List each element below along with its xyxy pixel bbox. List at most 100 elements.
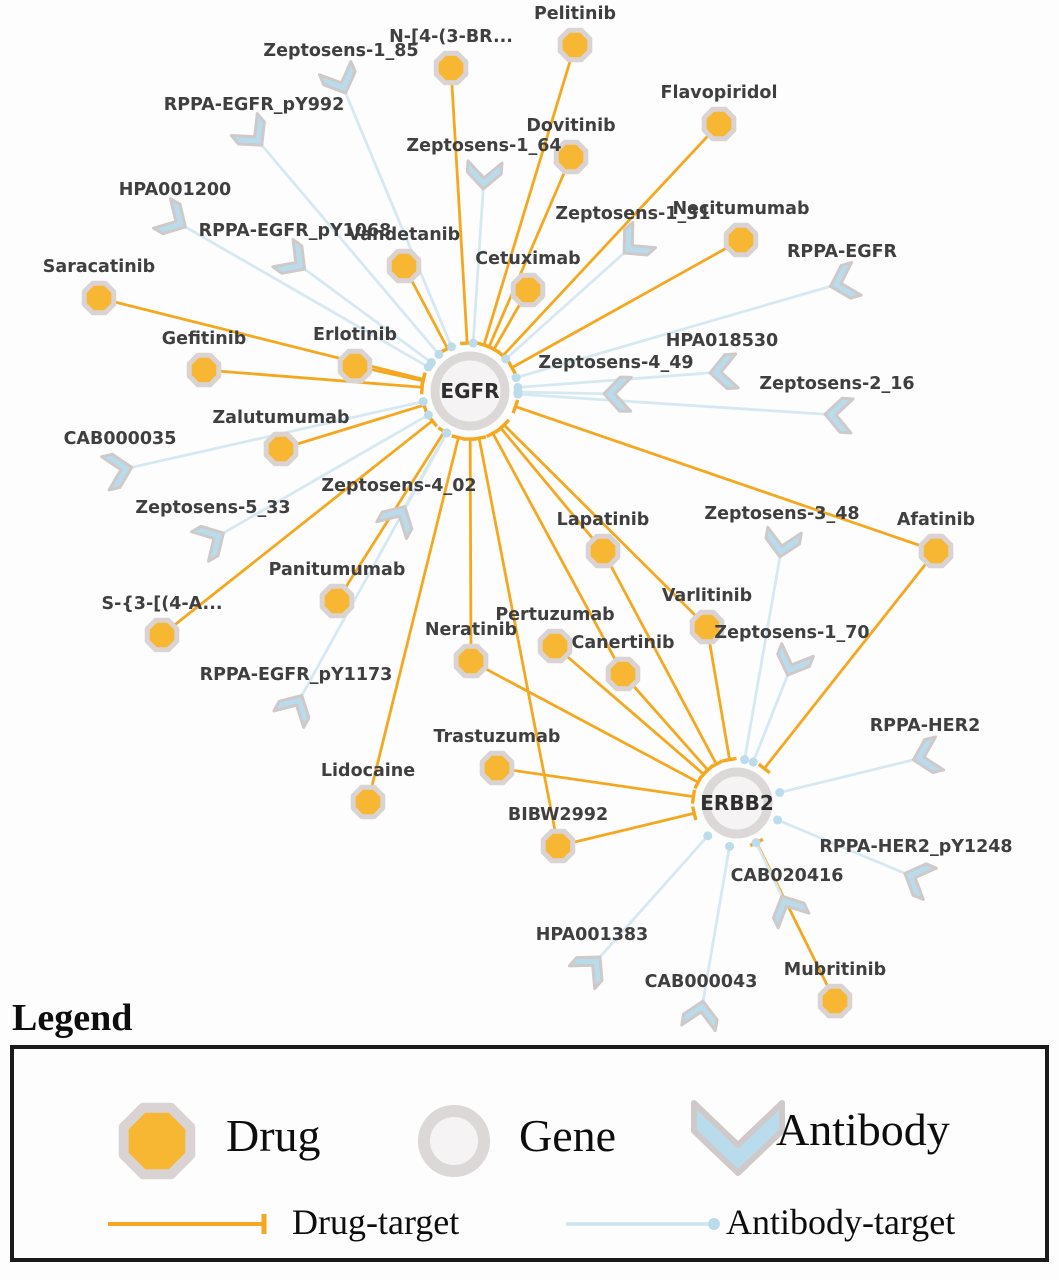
node-label-zeptosens-4_49: Zeptosens-4_49 — [538, 353, 693, 373]
node-mubritinib[interactable] — [817, 983, 853, 1019]
node-rppa-egfr_py992[interactable] — [229, 112, 274, 157]
edge-drug-target-canertinib-egfr — [485, 428, 625, 675]
node-erlotinib[interactable] — [337, 348, 373, 384]
node-rppa-egfr_py1068[interactable] — [271, 237, 315, 282]
edge-drug-target-lapatinib-egfr — [494, 422, 605, 552]
node-label-canertinib: Canertinib — [572, 633, 675, 653]
node-label-s3-4a: S-{3-[(4-A... — [101, 594, 222, 614]
node-dovitinib[interactable] — [553, 139, 589, 175]
node-label-cab020416: CAB020416 — [731, 866, 844, 886]
network-canvas: EGFRERBB2PelitinibN-[4-(3-BR...Flavopiri… — [43, 4, 1013, 1033]
node-label-bibw2992: BIBW2992 — [508, 805, 608, 825]
node-zeptosens-2_16[interactable] — [823, 396, 855, 435]
legend-antibody-target-label: Antibody-target — [726, 1202, 956, 1242]
node-n4-3br[interactable] — [433, 50, 469, 86]
node-cetuximab[interactable] — [510, 272, 546, 308]
edge-drug-target-canertinib-erbb2 — [621, 673, 715, 776]
node-label-trastuzumab: Trastuzumab — [434, 727, 561, 747]
node-label-cab000043: CAB000043 — [645, 972, 758, 992]
node-label-flavopiridol: Flavopiridol — [661, 83, 778, 103]
node-zeptosens-1_70[interactable] — [772, 642, 815, 682]
drug-target-edge-icon — [108, 1214, 267, 1234]
node-varlitinib[interactable] — [689, 609, 725, 645]
node-label-rppa-egfr_py992: RPPA-EGFR_pY992 — [164, 95, 345, 115]
node-zeptosens-3_48[interactable] — [763, 525, 803, 559]
node-label-rppa-her2: RPPA-HER2 — [870, 716, 981, 736]
node-neratinib[interactable] — [453, 643, 489, 679]
node-rppa-egfr_py1173[interactable] — [272, 687, 317, 729]
edge-antibody-target-rppa-egfr_py992-egfr — [252, 135, 444, 359]
node-label-mubritinib: Mubritinib — [784, 960, 886, 980]
gene-circle-icon — [418, 1105, 490, 1177]
legend-antibody-label: Antibody — [776, 1104, 950, 1155]
node-label-panitumumab: Panitumumab — [269, 560, 406, 580]
node-label-hpa001383: HPA001383 — [536, 925, 648, 945]
node-necitumumab[interactable] — [723, 222, 759, 258]
antibody-target-edge-icon — [566, 1218, 720, 1230]
labels-layer: PelitinibN-[4-(3-BR...FlavopiridolDoviti… — [43, 4, 1013, 992]
nodes-layer: EGFR ERBB2 — [81, 27, 954, 1033]
node-lidocaine[interactable] — [350, 784, 386, 820]
node-gefitinib[interactable] — [186, 352, 222, 388]
node-label-lapatinib: Lapatinib — [557, 510, 650, 530]
node-label-vandetanib: Vandetanib — [348, 225, 460, 245]
node-cab020416[interactable] — [766, 889, 811, 930]
node-erbb2[interactable]: ERBB2 — [700, 767, 774, 839]
edge-antibody-target-rppa-her2_py1248-erbb2 — [773, 815, 917, 880]
node-trastuzumab[interactable] — [479, 750, 515, 786]
gene-label-egfr: EGFR — [440, 379, 499, 403]
edge-antibody-target-zeptosens-2_16-egfr — [513, 389, 838, 417]
node-label-zeptosens-1_64: Zeptosens-1_64 — [406, 136, 561, 156]
node-label-n4-3br: N-[4-(3-BR... — [389, 27, 513, 47]
edge-antibody-target-zeptosens-5_33-egfr — [212, 410, 433, 541]
node-label-rppa-her2_py1248: RPPA-HER2_pY1248 — [819, 837, 1012, 857]
legend-gene-label: Gene — [519, 1110, 617, 1161]
node-cab000043[interactable] — [680, 998, 720, 1033]
edge-antibody-target-rppa-egfr-egfr — [511, 281, 843, 383]
edge-drug-target-afatinib-egfr — [511, 399, 937, 553]
node-zeptosens-1_85[interactable] — [318, 60, 362, 100]
node-label-saracatinib: Saracatinib — [43, 257, 155, 277]
node-hpa018530[interactable] — [708, 352, 740, 391]
node-label-hpa001200: HPA001200 — [119, 180, 231, 200]
edge-antibody-target-hpa001383-erbb2 — [590, 831, 713, 967]
node-label-afatinib: Afatinib — [897, 510, 975, 530]
edge-drug-target-varlitinib-erbb2 — [705, 626, 737, 763]
node-zeptosens-5_33[interactable] — [190, 518, 232, 563]
edge-drug-target-trastuzumab-erbb2 — [496, 766, 697, 804]
edge-antibody-target-rppa-her2-erbb2 — [775, 755, 926, 798]
node-cab000035[interactable] — [100, 451, 136, 492]
edge-drug-target-flavopiridol-egfr — [496, 123, 721, 362]
node-zalutumumab[interactable] — [263, 431, 299, 467]
node-zeptosens-1_64[interactable] — [465, 159, 504, 191]
node-bibw2992[interactable] — [540, 828, 576, 864]
node-afatinib[interactable] — [918, 533, 954, 569]
gene-label-erbb2: ERBB2 — [700, 791, 773, 815]
node-label-rppa-egfr_py1173: RPPA-EGFR_pY1173 — [200, 665, 393, 685]
node-pelitinib[interactable] — [557, 27, 593, 63]
node-flavopiridol[interactable] — [701, 106, 737, 142]
node-egfr[interactable]: EGFR — [430, 351, 510, 431]
node-rppa-her2_py1248[interactable] — [898, 858, 938, 901]
edge-drug-target-pertuzumab-erbb2 — [554, 644, 710, 781]
node-s3-4a[interactable] — [144, 617, 180, 653]
legend-drug-label: Drug — [226, 1110, 321, 1161]
node-panitumumab[interactable] — [319, 583, 355, 619]
node-hpa001200[interactable] — [152, 197, 194, 242]
node-zeptosens-1_31[interactable] — [613, 220, 658, 265]
antibody-chevron-icon — [691, 1100, 785, 1176]
node-label-cetuximab: Cetuximab — [475, 249, 580, 269]
node-canertinib[interactable] — [605, 656, 641, 692]
node-pertuzumab[interactable] — [537, 628, 573, 664]
node-label-varlitinib: Varlitinib — [662, 586, 752, 606]
node-rppa-egfr[interactable] — [826, 260, 863, 302]
node-vandetanib[interactable] — [386, 248, 422, 284]
node-rppa-her2[interactable] — [909, 735, 946, 776]
node-hpa001383[interactable] — [567, 946, 612, 991]
node-zeptosens-4_02[interactable] — [375, 498, 420, 540]
node-zeptosens-4_49[interactable] — [602, 375, 633, 413]
node-saracatinib[interactable] — [81, 280, 117, 316]
node-lapatinib[interactable] — [585, 533, 621, 569]
node-label-zeptosens-2_16: Zeptosens-2_16 — [759, 374, 914, 394]
edge-drug-target-bibw2992-erbb2 — [557, 806, 698, 848]
